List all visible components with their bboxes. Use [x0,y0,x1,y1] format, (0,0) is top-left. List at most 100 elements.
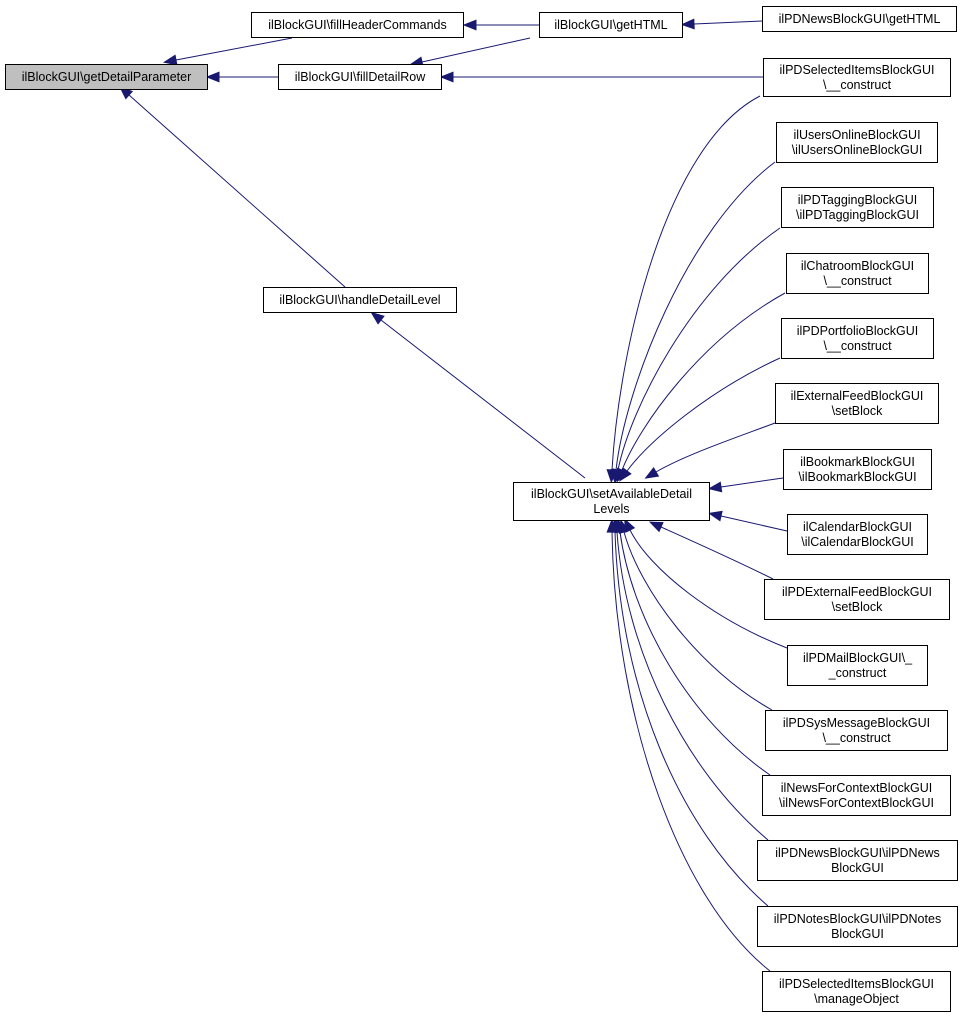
arrow-head [162,54,178,66]
edge-line [611,95,761,471]
edge-line [380,319,586,479]
node-box [763,58,951,97]
node-box [539,12,683,38]
node-box [251,12,464,38]
edge-handleDetailLevel-to-getDetailParameter [119,86,346,288]
edge-getHTML-to-fillDetailRow [408,37,531,68]
node-label-line: \__construct [823,78,892,92]
node-label-line: BlockGUI [831,927,884,941]
edge-pdTagging-to-setAvailableDetailLevels [612,227,781,484]
edge-calendar-to-setAvailableDetailLevels [707,510,788,532]
edge-pdSelectedConstruct-to-fillDetailRow [439,71,763,83]
node-pdNewsGetHTML[interactable]: ilPDNewsBlockGUI\getHTML [762,6,957,32]
arrow-head [205,71,220,83]
node-label-line: ilBlockGUI\fillDetailRow [295,70,427,84]
node-label-line: Levels [593,502,629,516]
edge-usersOnline-to-setAvailableDetailLevels [610,161,776,484]
node-box [278,64,442,90]
node-handleDetailLevel[interactable]: ilBlockGUI\handleDetailLevel [263,287,457,313]
node-getDetailParameter[interactable]: ilBlockGUI\getDetailParameter [5,64,208,90]
node-label-line: ilExternalFeedBlockGUI [791,389,924,403]
node-pdNotes[interactable]: ilPDNotesBlockGUI\ilPDNotesBlockGUI [757,906,958,947]
node-pdSelectedManage[interactable]: ilPDSelectedItemsBlockGUI\manageObject [762,971,951,1012]
edge-externalFeed-to-setAvailableDetailLevels [644,422,776,479]
node-label-line: \ilPDTaggingBlockGUI [796,208,919,222]
node-box [787,645,928,686]
node-box [513,482,710,521]
node-label-line: \ilNewsForContextBlockGUI [779,796,934,810]
node-box [762,6,957,32]
node-label-line: ilChatroomBlockGUI [801,259,914,273]
node-label-line: \setBlock [832,600,883,614]
node-bookmark[interactable]: ilBookmarkBlockGUI\ilBookmarkBlockGUI [783,449,932,490]
edge-line [615,161,776,471]
node-pdNews[interactable]: ilPDNewsBlockGUI\ilPDNewsBlockGUI [757,840,958,881]
node-box [762,775,951,816]
node-label-line: \ilUsersOnlineBlockGUI [792,143,923,157]
node-label-line: ilBlockGUI\fillHeaderCommands [268,18,447,32]
node-label-line: \__construct [822,731,891,745]
node-label-line: ilBookmarkBlockGUI [800,455,915,469]
node-label-line: ilBlockGUI\getDetailParameter [22,70,192,84]
node-box [762,971,951,1012]
node-fillDetailRow[interactable]: ilBlockGUI\fillDetailRow [278,64,442,90]
node-label-line: ilPDSysMessageBlockGUI [783,716,930,730]
edge-line [720,515,788,532]
node-calendar[interactable]: ilCalendarBlockGUI\ilCalendarBlockGUI [787,514,928,555]
node-box [787,514,928,555]
arrow-head [606,518,618,533]
node-label-line: ilPDNewsBlockGUI\getHTML [779,12,941,26]
arrow-head [619,467,632,482]
edge-setAvailableDetailLevels-to-handleDetailLevel [370,311,586,479]
edge-line [128,94,346,288]
node-label-line: \ilBookmarkBlockGUI [798,470,916,484]
edge-pdNews-to-setAvailableDetailLevels [611,518,769,841]
node-box [786,253,929,294]
node-box [5,64,208,90]
node-pdSysMessage[interactable]: ilPDSysMessageBlockGUI\__construct [765,710,948,751]
edge-line [655,422,776,473]
node-pdExternalFeed[interactable]: ilPDExternalFeedBlockGUI\setBlock [764,579,950,620]
edge-pdPortfolio-to-setAvailableDetailLevels [619,357,781,482]
node-box [765,710,948,751]
node-label-line: ilPDSelectedItemsBlockGUI [780,63,935,77]
edge-pdSelectedConstruct-to-setAvailableDetailLevels [606,95,761,484]
node-label-line: ilPDMailBlockGUI\_ [803,651,913,665]
arrow-head [680,18,695,30]
node-box [764,579,950,620]
edge-line [660,526,774,580]
node-pdPortfolio[interactable]: ilPDPortfolioBlockGUI\__construct [781,318,934,359]
node-label-line: ilPDExternalFeedBlockGUI [782,585,932,599]
edge-line [421,37,531,63]
arrow-head [644,466,660,479]
node-label-line: ilPDPortfolioBlockGUI [797,324,919,338]
edge-pdNewsGetHTML-to-getHTML [680,18,763,30]
edge-line [623,531,773,711]
node-externalFeed[interactable]: ilExternalFeedBlockGUI\setBlock [775,383,939,424]
node-getHTML[interactable]: ilBlockGUI\getHTML [539,12,683,38]
edge-line [175,37,293,61]
arrow-head [462,19,477,31]
edge-line [611,531,771,972]
arrow-head [439,71,454,83]
node-pdMail[interactable]: ilPDMailBlockGUI\__construct [787,645,928,686]
node-label-line: ilBlockGUI\setAvailableDetail [531,487,692,501]
node-pdTagging[interactable]: ilPDTaggingBlockGUI\ilPDTaggingBlockGUI [781,187,934,228]
arrow-head [648,521,664,533]
node-pdSelectedConstruct[interactable]: ilPDSelectedItemsBlockGUI\__construct [763,58,951,97]
node-chatroom[interactable]: ilChatroomBlockGUI\__construct [786,253,929,294]
node-fillHeaderCommands[interactable]: ilBlockGUI\fillHeaderCommands [251,12,464,38]
node-box [263,287,457,313]
node-label-line: ilPDSelectedItemsBlockGUI [779,977,934,991]
node-box [757,906,958,947]
edge-fillHeaderCommands-to-getDetailParameter [162,37,293,66]
edge-line [617,227,781,471]
node-newsForContext[interactable]: ilNewsForContextBlockGUI\ilNewsForContex… [762,775,951,816]
arrow-head [707,510,723,522]
node-label-line: ilUsersOnlineBlockGUI [793,128,920,142]
node-usersOnline[interactable]: ilUsersOnlineBlockGUI\ilUsersOnlineBlock… [776,122,938,163]
node-label-line: ilCalendarBlockGUI [803,520,912,534]
node-label-line: \manageObject [814,992,899,1006]
edges-layer [119,18,788,972]
